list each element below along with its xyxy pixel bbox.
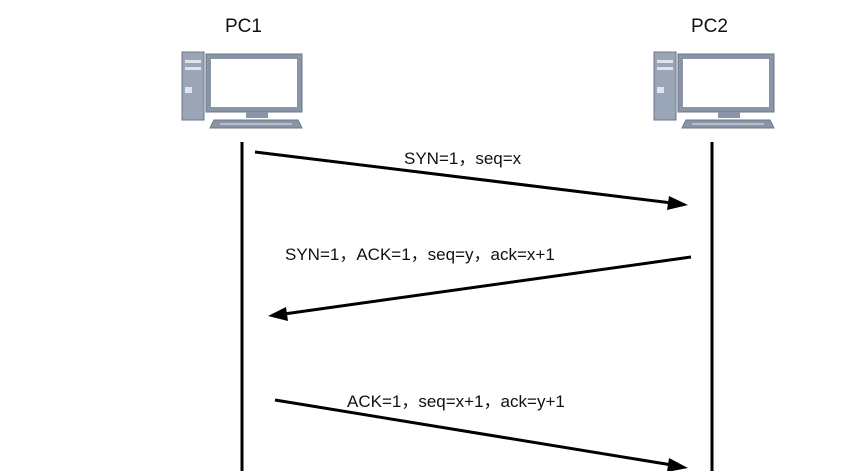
message-label: SYN=1，seq=x [404, 149, 522, 168]
message-arrow-2 [268, 255, 692, 321]
message-label: SYN=1，ACK=1，seq=y，ack=x+1 [285, 245, 555, 264]
message-label: ACK=1，seq=x+1，ack=y+1 [347, 392, 565, 411]
message-arrow-1 [254, 150, 688, 210]
desktop-computer-icon [653, 51, 775, 129]
message-arrow-3 [274, 398, 688, 471]
desktop-computer-icon [181, 51, 303, 129]
pc1-label: PC1 [225, 16, 262, 37]
pc2-label: PC2 [691, 16, 728, 37]
